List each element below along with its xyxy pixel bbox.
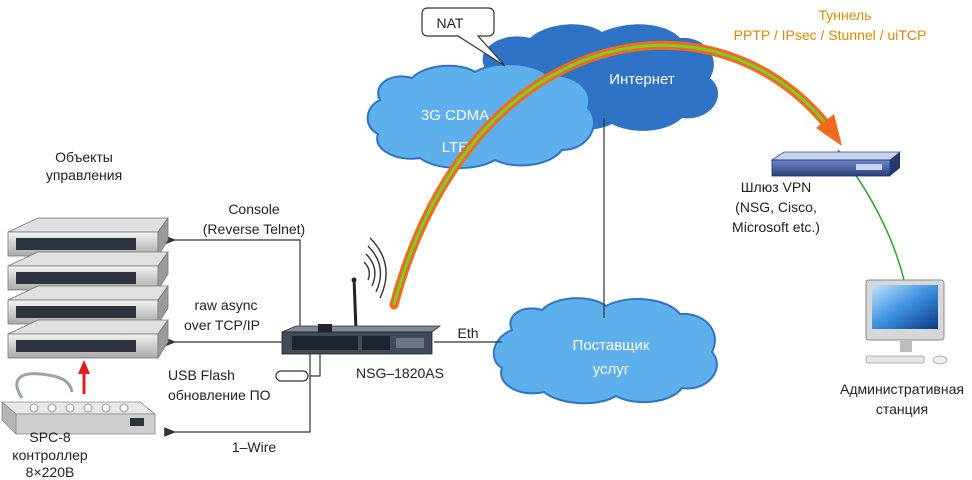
console-label-line1: Console [228,201,280,217]
vpn-gateway-appliance-icon [770,151,902,177]
one-wire-label: 1–Wire [232,439,277,455]
gateway-label-line3: Microsoft etc.) [732,219,820,235]
provider-label-line1: Поставщик [573,337,650,354]
provider-cloud [492,297,718,405]
internet-label: Интернет [609,71,675,88]
spc-label-line3: 8×220В [26,464,75,480]
objects-label-line1: Объекты [55,149,113,165]
mobile-network-cloud [366,63,595,169]
device-label: NSG–1820AS [356,365,444,381]
router-antenna [352,277,358,331]
usb-label-line1: USB Flash [168,367,235,383]
spc-label-line2: контроллер [12,447,88,463]
eth-label: Eth [457,325,478,341]
admin-workstation-icon [865,279,948,365]
gateway-label-line2: (NSG, Cisco, [735,199,817,215]
usb-flash-icon [275,370,309,382]
tunnel-label-line2: PPTP / IPsec / Stunnel / uiTCP [734,27,927,43]
spc-label-line1: SPC-8 [29,429,70,445]
mobile-network-label-line1: 3G CDMA [421,107,489,124]
rack-server-stack-icon [7,216,169,360]
console-arrow [164,235,301,340]
raw-async-label-line1: raw async [194,297,257,313]
tunnel-label-line1: Туннель [818,7,871,23]
admin-label-line2: станция [876,401,928,417]
gateway-label-line1: Шлюз VPN [741,179,812,195]
nsg-router-icon [281,277,442,355]
wireless-waves-icon [363,237,387,299]
nat-label: NAT [437,15,464,31]
provider-label-line2: услуг [593,361,630,378]
objects-label-line2: управления [46,167,122,183]
admin-label-line1: Административная [840,381,964,397]
one-wire-arrow [164,352,311,437]
usb-label-line2: обновление ПО [168,387,271,403]
console-label-line2: (Reverse Telnet) [203,221,305,237]
power-strip-icon [0,372,157,435]
power-control-arrow [78,360,90,394]
tunnel-arrowhead [816,114,842,146]
vpn-tunnel [389,40,842,310]
nat-callout: NAT [421,7,506,67]
raw-async-label-line2: over TCP/IP [184,317,260,333]
